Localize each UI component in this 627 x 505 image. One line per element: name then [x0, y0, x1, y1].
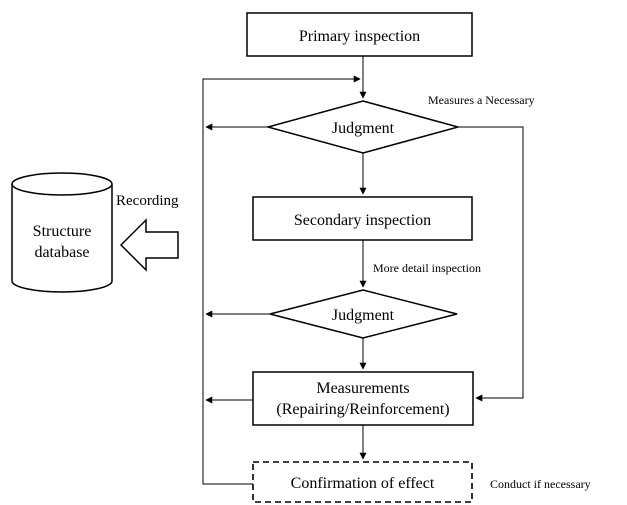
conduct-if-necessary-label: Conduct if necessary: [490, 477, 591, 491]
recording-arrow-icon: [119, 218, 179, 272]
secondary-inspection-label: Secondary inspection: [294, 212, 431, 229]
primary-inspection-label: Primary inspection: [299, 28, 420, 45]
judgment-1-label: Judgment: [332, 120, 395, 137]
secondary-inspection-box: [252, 196, 473, 241]
arrow-judgment1-to-measurements: [458, 126, 524, 402]
database-label-line1: Structure: [33, 223, 92, 240]
database-cylinder-icon: [11, 172, 113, 293]
database-label-line2: database: [34, 244, 89, 261]
confirmation-label: Confirmation of effect: [291, 475, 435, 492]
confirmation-box: [252, 461, 473, 503]
primary-inspection-box: [246, 12, 473, 57]
recording-label: Recording: [116, 193, 179, 209]
feedback-loop-line: [202, 75, 361, 485]
detail-inspection-label: More detail inspection: [373, 261, 481, 275]
measurements-label-line1: Measurements: [316, 380, 409, 397]
measurements-label-line2: (Repairing/Reinforcement): [276, 401, 449, 418]
measurements-box: [252, 371, 474, 426]
judgment-2-label: Judgment: [332, 307, 395, 324]
measures-necessary-label: Measures a Necessary: [428, 93, 535, 107]
